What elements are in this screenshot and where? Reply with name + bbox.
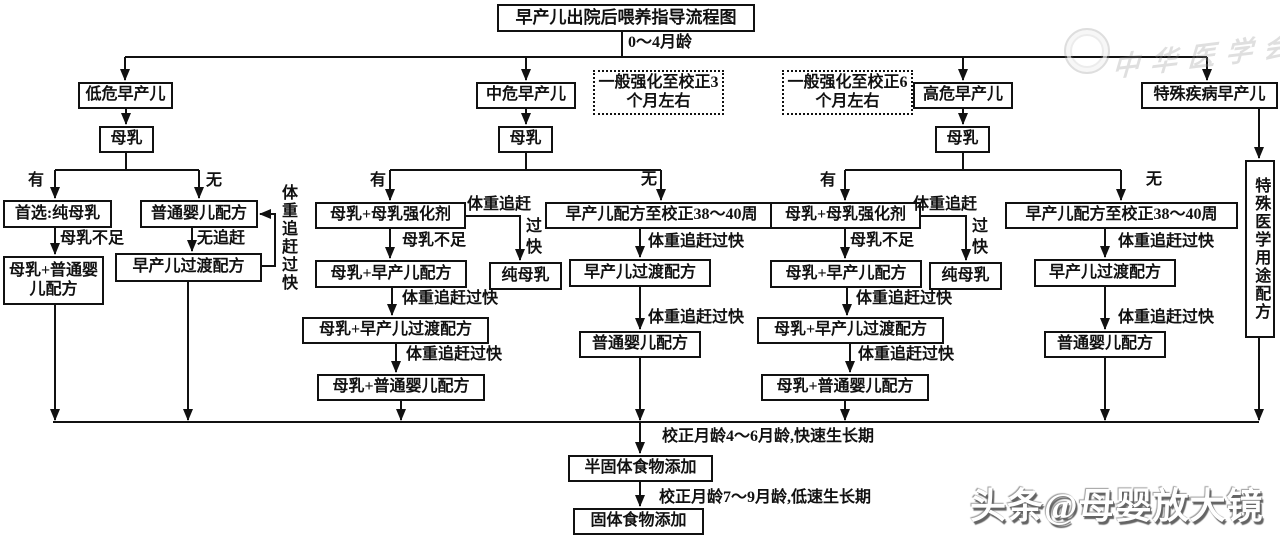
fortifier-high: 母乳+母乳强化剂 <box>770 202 921 229</box>
note-fortify-6mo: 一般强化至校正6个月左右 <box>782 70 913 115</box>
no-mid-label: 无 <box>641 171 658 188</box>
breast-milk-low: 母乳 <box>99 126 154 153</box>
weight-fast-highno-2: 体重追赶过快 <box>1118 309 1215 326</box>
yes-low-label: 有 <box>28 172 45 189</box>
title: 早产儿出院后喂养指导流程图 <box>497 4 755 32</box>
no-low-label: 无 <box>206 172 223 189</box>
bf-plus-preterm-mid: 母乳+早产儿配方 <box>315 260 467 288</box>
no-high-label: 无 <box>1146 171 1163 188</box>
over-mid-label: 过 <box>526 218 543 235</box>
growth-4-6-label: 校正月龄4～6月龄,快速生长期 <box>662 428 875 445</box>
milk-insufficient-mid: 母乳不足 <box>402 232 467 249</box>
weight-fast-vertical: 体重追赶过快 <box>279 184 296 292</box>
milk-insufficient-low: 母乳不足 <box>60 230 125 247</box>
weight-fast-high-2: 体重追赶过快 <box>858 346 955 363</box>
yes-high-label: 有 <box>820 172 837 189</box>
weight-catchup-high: 体重追赶 <box>913 196 978 213</box>
transition-formula-low: 早产儿过渡配方 <box>115 253 262 282</box>
bf-plus-transition-mid: 母乳+早产儿过渡配方 <box>302 317 489 344</box>
yes-mid-label: 有 <box>370 172 387 189</box>
high-risk-box: 高危早产儿 <box>913 82 1013 109</box>
low-risk-box: 低危早产儿 <box>78 82 173 109</box>
breast-milk-high: 母乳 <box>935 126 990 153</box>
bf-plus-transition-high: 母乳+早产儿过渡配方 <box>757 317 944 344</box>
weight-fast-highno-1: 体重追赶过快 <box>1118 233 1215 250</box>
transition-formula-high: 早产儿过渡配方 <box>1034 259 1176 287</box>
regular-formula-low: 普通婴儿配方 <box>140 200 258 228</box>
watermark-credit: 头条@母婴放大镜 <box>970 486 1264 526</box>
weight-fast-midno-2: 体重追赶过快 <box>648 309 745 326</box>
over-high-label: 过 <box>972 218 989 235</box>
flow-edge <box>259 209 276 267</box>
weight-fast-mid-2: 体重追赶过快 <box>406 346 503 363</box>
age-0-4-label: 0～4月龄 <box>628 34 693 51</box>
bf-plus-preterm-high: 母乳+早产儿配方 <box>770 260 922 288</box>
flow-edge <box>921 215 971 261</box>
pure-milk-high: 纯母乳 <box>929 262 1002 290</box>
milk-insufficient-high: 母乳不足 <box>850 232 915 249</box>
solid-food-box: 固体食物添加 <box>573 508 704 535</box>
fast-high-label: 快 <box>972 239 989 256</box>
first-pure-milk-box: 首选:纯母乳 <box>3 200 112 228</box>
fast-mid-label: 快 <box>526 239 543 256</box>
preterm-formula-3840-mid: 早产儿配方至校正38～40周 <box>545 202 778 229</box>
preterm-formula-3840-high: 早产儿配方至校正38～40周 <box>1005 202 1238 229</box>
bf-plus-regular-low: 母乳+普通婴儿配方 <box>3 256 104 305</box>
weight-fast-mid-1: 体重追赶过快 <box>402 290 499 307</box>
note-fortify-3mo: 一般强化至校正3个月左右 <box>593 70 724 115</box>
regular-formula-mid: 普通婴儿配方 <box>579 331 701 358</box>
regular-formula-high: 普通婴儿配方 <box>1044 331 1166 358</box>
flow-edge <box>466 215 525 261</box>
weight-catchup-mid: 体重追赶 <box>467 196 532 213</box>
special-disease-box: 特殊疾病早产儿 <box>1141 82 1278 109</box>
bf-plus-regular-high: 母乳+普通婴儿配方 <box>761 374 929 401</box>
medical-association-seal-icon <box>1064 28 1110 74</box>
mid-risk-box: 中危早产儿 <box>476 82 576 109</box>
growth-7-9-label: 校正月龄7～9月龄,低速生长期 <box>659 489 872 506</box>
special-medical-formula: 特殊医学用途配方 <box>1245 160 1275 338</box>
transition-formula-mid: 早产儿过渡配方 <box>569 259 711 287</box>
no-catchup-label: 无追赶 <box>197 230 246 247</box>
breast-milk-mid: 母乳 <box>498 126 553 153</box>
pure-milk-mid: 纯母乳 <box>489 262 562 290</box>
weight-fast-high-1: 体重追赶过快 <box>856 290 953 307</box>
semi-solid-food-box: 半固体食物添加 <box>568 455 713 482</box>
bf-plus-regular-mid: 母乳+普通婴儿配方 <box>317 374 485 401</box>
fortifier-mid: 母乳+母乳强化剂 <box>315 202 466 229</box>
weight-fast-midno-1: 体重追赶过快 <box>648 233 745 250</box>
